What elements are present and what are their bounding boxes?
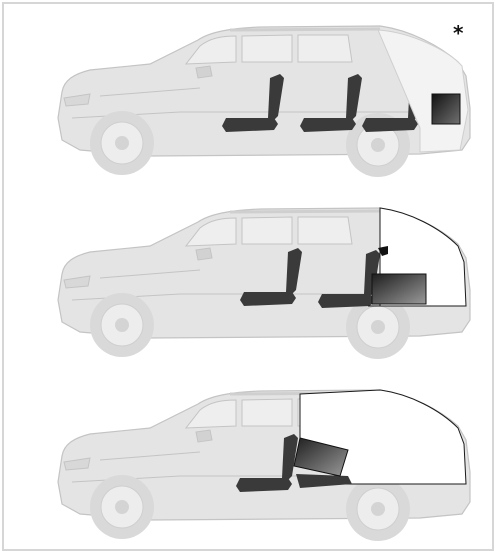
asterisk-marker: *: [453, 21, 464, 45]
small-cargo-box: [432, 94, 460, 124]
cargo-box: [372, 274, 426, 304]
